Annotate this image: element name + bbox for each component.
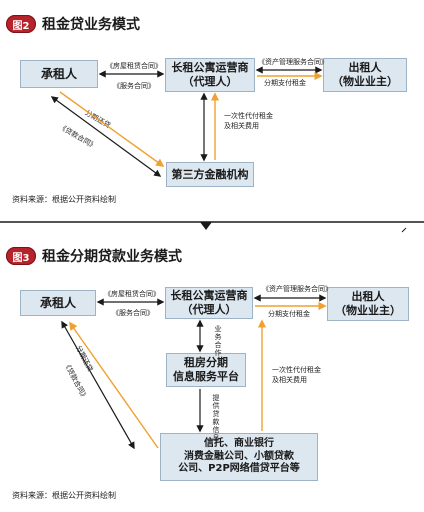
fig2-landlord-box: 出租人 （物业业主） — [323, 58, 407, 92]
fig2-installment-rent-label: 分期支付租金 — [264, 79, 306, 87]
figure-2-title: 租金贷业务模式 — [42, 17, 140, 33]
fig2-installment-repay-arrow — [59, 91, 165, 167]
fig3-installment-repay-arrow — [69, 321, 159, 449]
fig2-loan-contract-arrow — [50, 96, 162, 177]
fig3-operator-box: 长租公寓运营商 （代理人） — [165, 287, 253, 319]
fig3-business-coop-label: 业务 合作 — [214, 325, 222, 358]
figure-3-title: 租金分期贷款业务模式 — [42, 249, 182, 265]
figure-3-header: 图3 租金分期贷款业务模式 — [6, 246, 182, 266]
fig2-lump-sum-label-1: 一次性代付租金 — [224, 112, 273, 120]
fig3-lump-sum-label-2: 及相关费用 — [272, 376, 307, 384]
fig2-tenant-box: 承租人 — [20, 60, 98, 88]
fig2-lease-contract-label: 《房屋租赁合同》 — [106, 62, 162, 70]
figure-2-badge: 图2 — [6, 15, 36, 33]
fig3-loan-contract-arrow — [61, 320, 135, 450]
fig2-finance-box: 第三方金融机构 — [166, 162, 254, 187]
fig2-asset-mgmt-contract-label: 《资产管理服务合同》 — [258, 58, 328, 66]
fig3-source-note: 资料来源：根据公开资料绘制 — [12, 491, 116, 500]
fig2-operator-box: 长租公寓运营商 （代理人） — [165, 58, 255, 92]
fig3-installment-rent-label: 分期支付租金 — [268, 310, 310, 318]
fig2-source-note: 资料来源：根据公开资料绘制 — [12, 195, 116, 204]
fig3-lease-contract-label: 《房屋租赁合同》 — [104, 290, 160, 298]
fig3-platform-box: 租房分期 信息服务平台 — [166, 353, 246, 387]
fig3-lump-sum-label-1: 一次性代付租金 — [272, 366, 321, 374]
fig3-lenders-box: 信托、商业银行 消费金融公司、小额贷款 公司、P2P网络借贷平台等 — [160, 433, 318, 481]
figure-2-header: 图2 租金贷业务模式 — [6, 14, 140, 34]
fig2-lump-sum-label-2: 及相关费用 — [224, 122, 259, 130]
fig3-landlord-box: 出租人 （物业业主） — [327, 287, 409, 321]
fig3-tenant-box: 承租人 — [20, 290, 96, 316]
fig2-service-contract-label: 《服务合同》 — [113, 82, 155, 90]
fig3-service-contract-label: 《服务合同》 — [112, 309, 154, 317]
figure-3-badge: 图3 — [6, 247, 36, 265]
fig3-asset-mgmt-contract-label: 《资产管理服务合同》 — [262, 285, 332, 293]
fig3-provide-loan-info-label: 提供 贷款 信息 — [212, 394, 220, 443]
